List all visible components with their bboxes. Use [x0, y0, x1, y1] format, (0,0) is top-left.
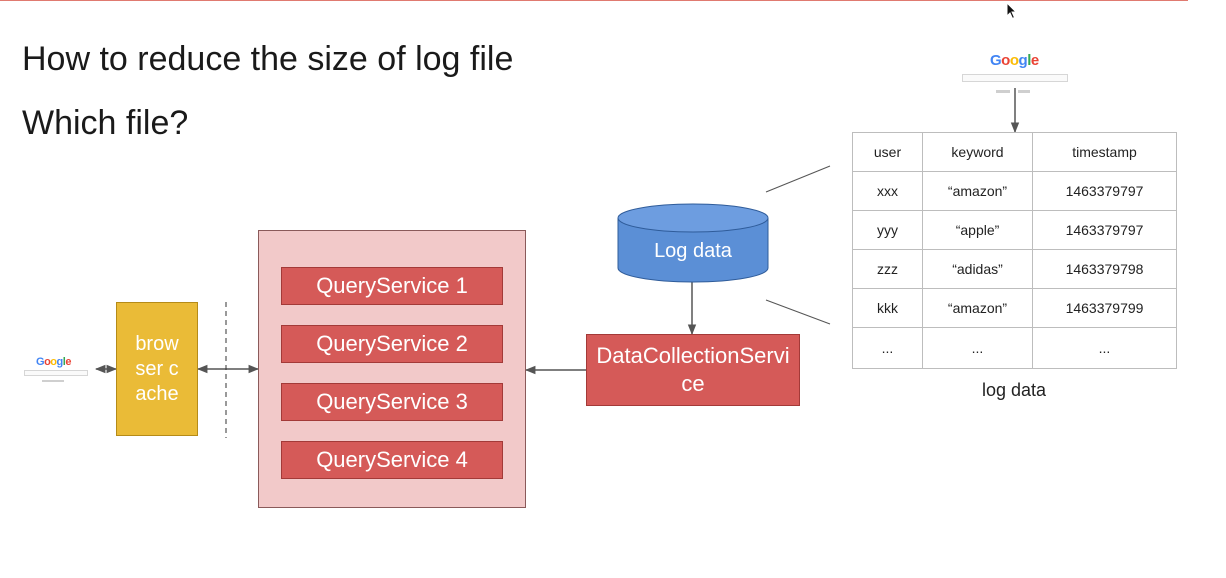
table-cell: “adidas”: [922, 249, 1033, 289]
log-data-table: user keyword timestamp xxx “amazon” 1463…: [852, 132, 1177, 369]
table-row: yyy “apple” 1463379797: [852, 210, 1177, 250]
slide-top-rule: [0, 0, 1188, 1]
table-cell: kkk: [852, 288, 923, 328]
table-cell: 1463379799: [1032, 288, 1177, 328]
slide-subtitle: Which file?: [22, 104, 189, 142]
zoom-line-bottom: [765, 299, 831, 325]
google-search-bar-top: [962, 74, 1068, 82]
table-cell: ...: [1032, 327, 1177, 369]
table-cell: “apple”: [922, 210, 1033, 250]
zoom-line-top: [765, 165, 831, 193]
query-service-3: QueryService 3: [281, 383, 503, 421]
table-cell: “amazon”: [922, 288, 1033, 328]
google-button-left: [42, 380, 64, 382]
mouse-pointer-icon: [1006, 2, 1018, 20]
log-database-icon: [617, 203, 769, 283]
query-service-1: QueryService 1: [281, 267, 503, 305]
log-table-caption: log data: [981, 380, 1047, 400]
data-collection-service-label: DataCollectionService: [596, 343, 790, 396]
table-row: kkk “amazon” 1463379799: [852, 288, 1177, 328]
query-service-2: QueryService 2: [281, 325, 503, 363]
google-button-top: [996, 90, 1010, 93]
table-cell: xxx: [852, 171, 923, 211]
browser-cache-label: browser cache: [135, 332, 179, 405]
table-cell: 1463379798: [1032, 249, 1177, 289]
table-cell: ...: [852, 327, 923, 369]
table-header-cell: timestamp: [1032, 132, 1177, 172]
data-collection-service-box: DataCollectionService: [586, 334, 800, 406]
table-cell: 1463379797: [1032, 210, 1177, 250]
table-cell: 1463379797: [1032, 171, 1177, 211]
google-logo-top: Google: [990, 52, 1039, 69]
table-cell: yyy: [852, 210, 923, 250]
table-cell: ...: [922, 327, 1033, 369]
table-row: ... ... ...: [852, 327, 1177, 369]
table-row: xxx “amazon” 1463379797: [852, 171, 1177, 211]
query-service-group: QueryService 1 QueryService 2 QueryServi…: [258, 230, 526, 508]
google-search-bar-left: [24, 370, 88, 376]
browser-cache-box: browser cache: [116, 302, 198, 436]
log-database-label: Log data: [654, 240, 732, 262]
google-button-top: [1018, 90, 1030, 93]
query-service-4: QueryService 4: [281, 441, 503, 479]
table-cell: zzz: [852, 249, 923, 289]
table-row: zzz “adidas” 1463379798: [852, 249, 1177, 289]
table-header-row: user keyword timestamp: [852, 132, 1177, 172]
slide-title: How to reduce the size of log file: [22, 40, 514, 78]
table-header-cell: keyword: [922, 132, 1033, 172]
google-logo-left: Google: [36, 356, 71, 368]
table-header-cell: user: [852, 132, 923, 172]
table-cell: “amazon”: [922, 171, 1033, 211]
